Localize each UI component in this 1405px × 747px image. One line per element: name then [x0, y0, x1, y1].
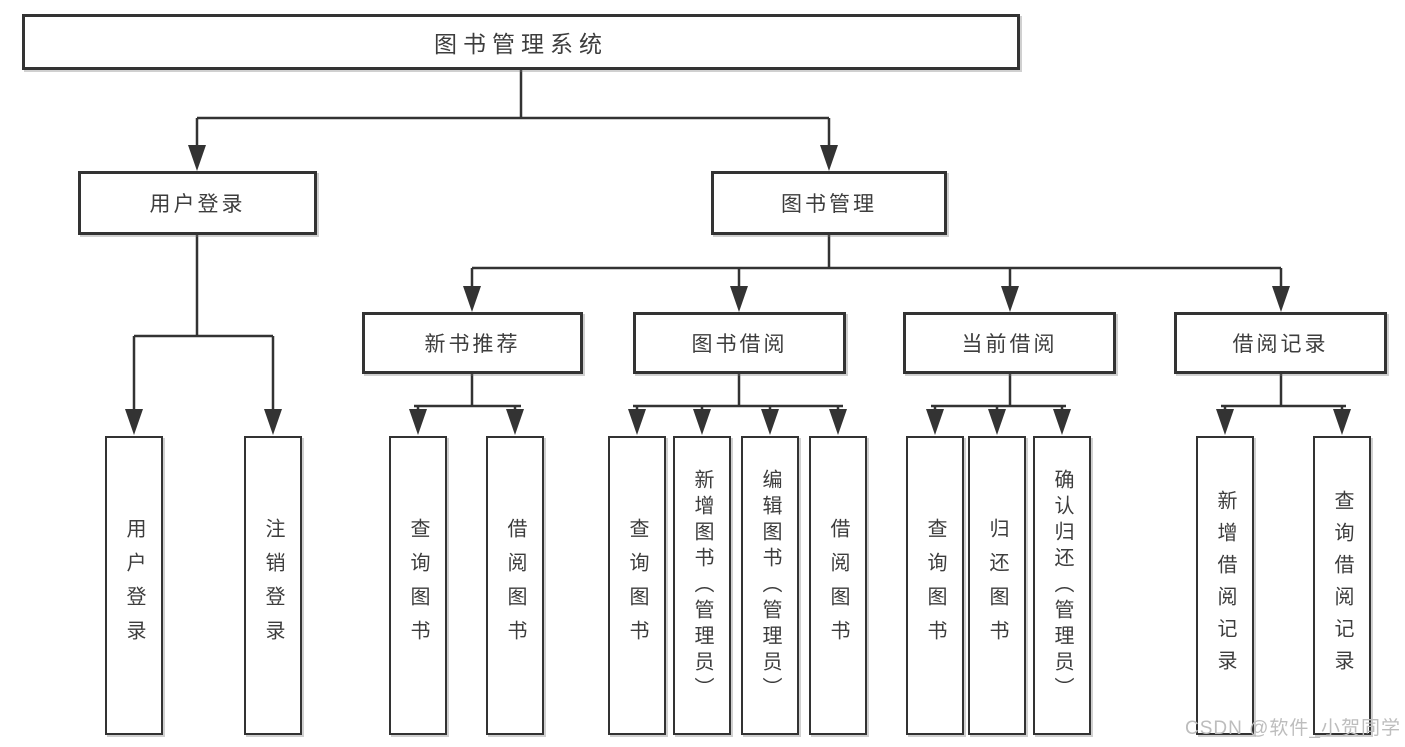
leaf-logout-label: 注销登录	[262, 517, 284, 654]
leaf-recommend-query-books: 查询图书	[389, 436, 447, 735]
node-book-borrow: 图书借阅	[633, 312, 846, 374]
leaf-user-login-label: 用户登录	[123, 517, 145, 654]
leaf-user-login: 用户登录	[105, 436, 163, 735]
leaf-return-books: 归还图书	[968, 436, 1026, 735]
leaf-borrow-query-books: 查询图书	[608, 436, 666, 735]
leaf-add-books-admin-label: 新增图书（管理员）	[691, 468, 713, 703]
node-library-management-system: 图书管理系统	[22, 14, 1020, 70]
leaf-recommend-borrow-books-label: 借阅图书	[504, 517, 526, 654]
node-user-login-branch: 用户登录	[78, 171, 317, 235]
leaf-recommend-borrow-books: 借阅图书	[486, 436, 544, 735]
node-current-borrow: 当前借阅	[903, 312, 1116, 374]
arrowheads	[125, 145, 1351, 435]
leaf-borrow-query-books-label: 查询图书	[626, 517, 648, 654]
leaf-add-borrow-record-label: 新增借阅记录	[1214, 489, 1236, 682]
leaf-borrow-books: 借阅图书	[809, 436, 867, 735]
leaf-recommend-query-books-label: 查询图书	[407, 517, 429, 654]
leaf-query-borrow-record-label: 查询借阅记录	[1331, 489, 1353, 682]
leaf-current-query-books: 查询图书	[906, 436, 964, 735]
leaf-add-borrow-record: 新增借阅记录	[1196, 436, 1254, 735]
leaf-borrow-books-label: 借阅图书	[827, 517, 849, 654]
node-borrow-records: 借阅记录	[1174, 312, 1387, 374]
node-new-book-recommend: 新书推荐	[362, 312, 583, 374]
leaf-confirm-return-admin: 确认归还（管理员）	[1033, 436, 1091, 735]
leaf-current-query-books-label: 查询图书	[924, 517, 946, 654]
leaf-logout: 注销登录	[244, 436, 302, 735]
leaf-confirm-return-admin-label: 确认归还（管理员）	[1051, 468, 1073, 703]
leaf-return-books-label: 归还图书	[986, 517, 1008, 654]
leaf-query-borrow-record: 查询借阅记录	[1313, 436, 1371, 735]
csdn-watermark: CSDN @软件_小贺同学	[1185, 718, 1401, 739]
node-book-management-branch: 图书管理	[711, 171, 947, 235]
leaf-add-books-admin: 新增图书（管理员）	[673, 436, 731, 735]
leaf-edit-books-admin: 编辑图书（管理员）	[741, 436, 799, 735]
leaf-edit-books-admin-label: 编辑图书（管理员）	[759, 468, 781, 703]
